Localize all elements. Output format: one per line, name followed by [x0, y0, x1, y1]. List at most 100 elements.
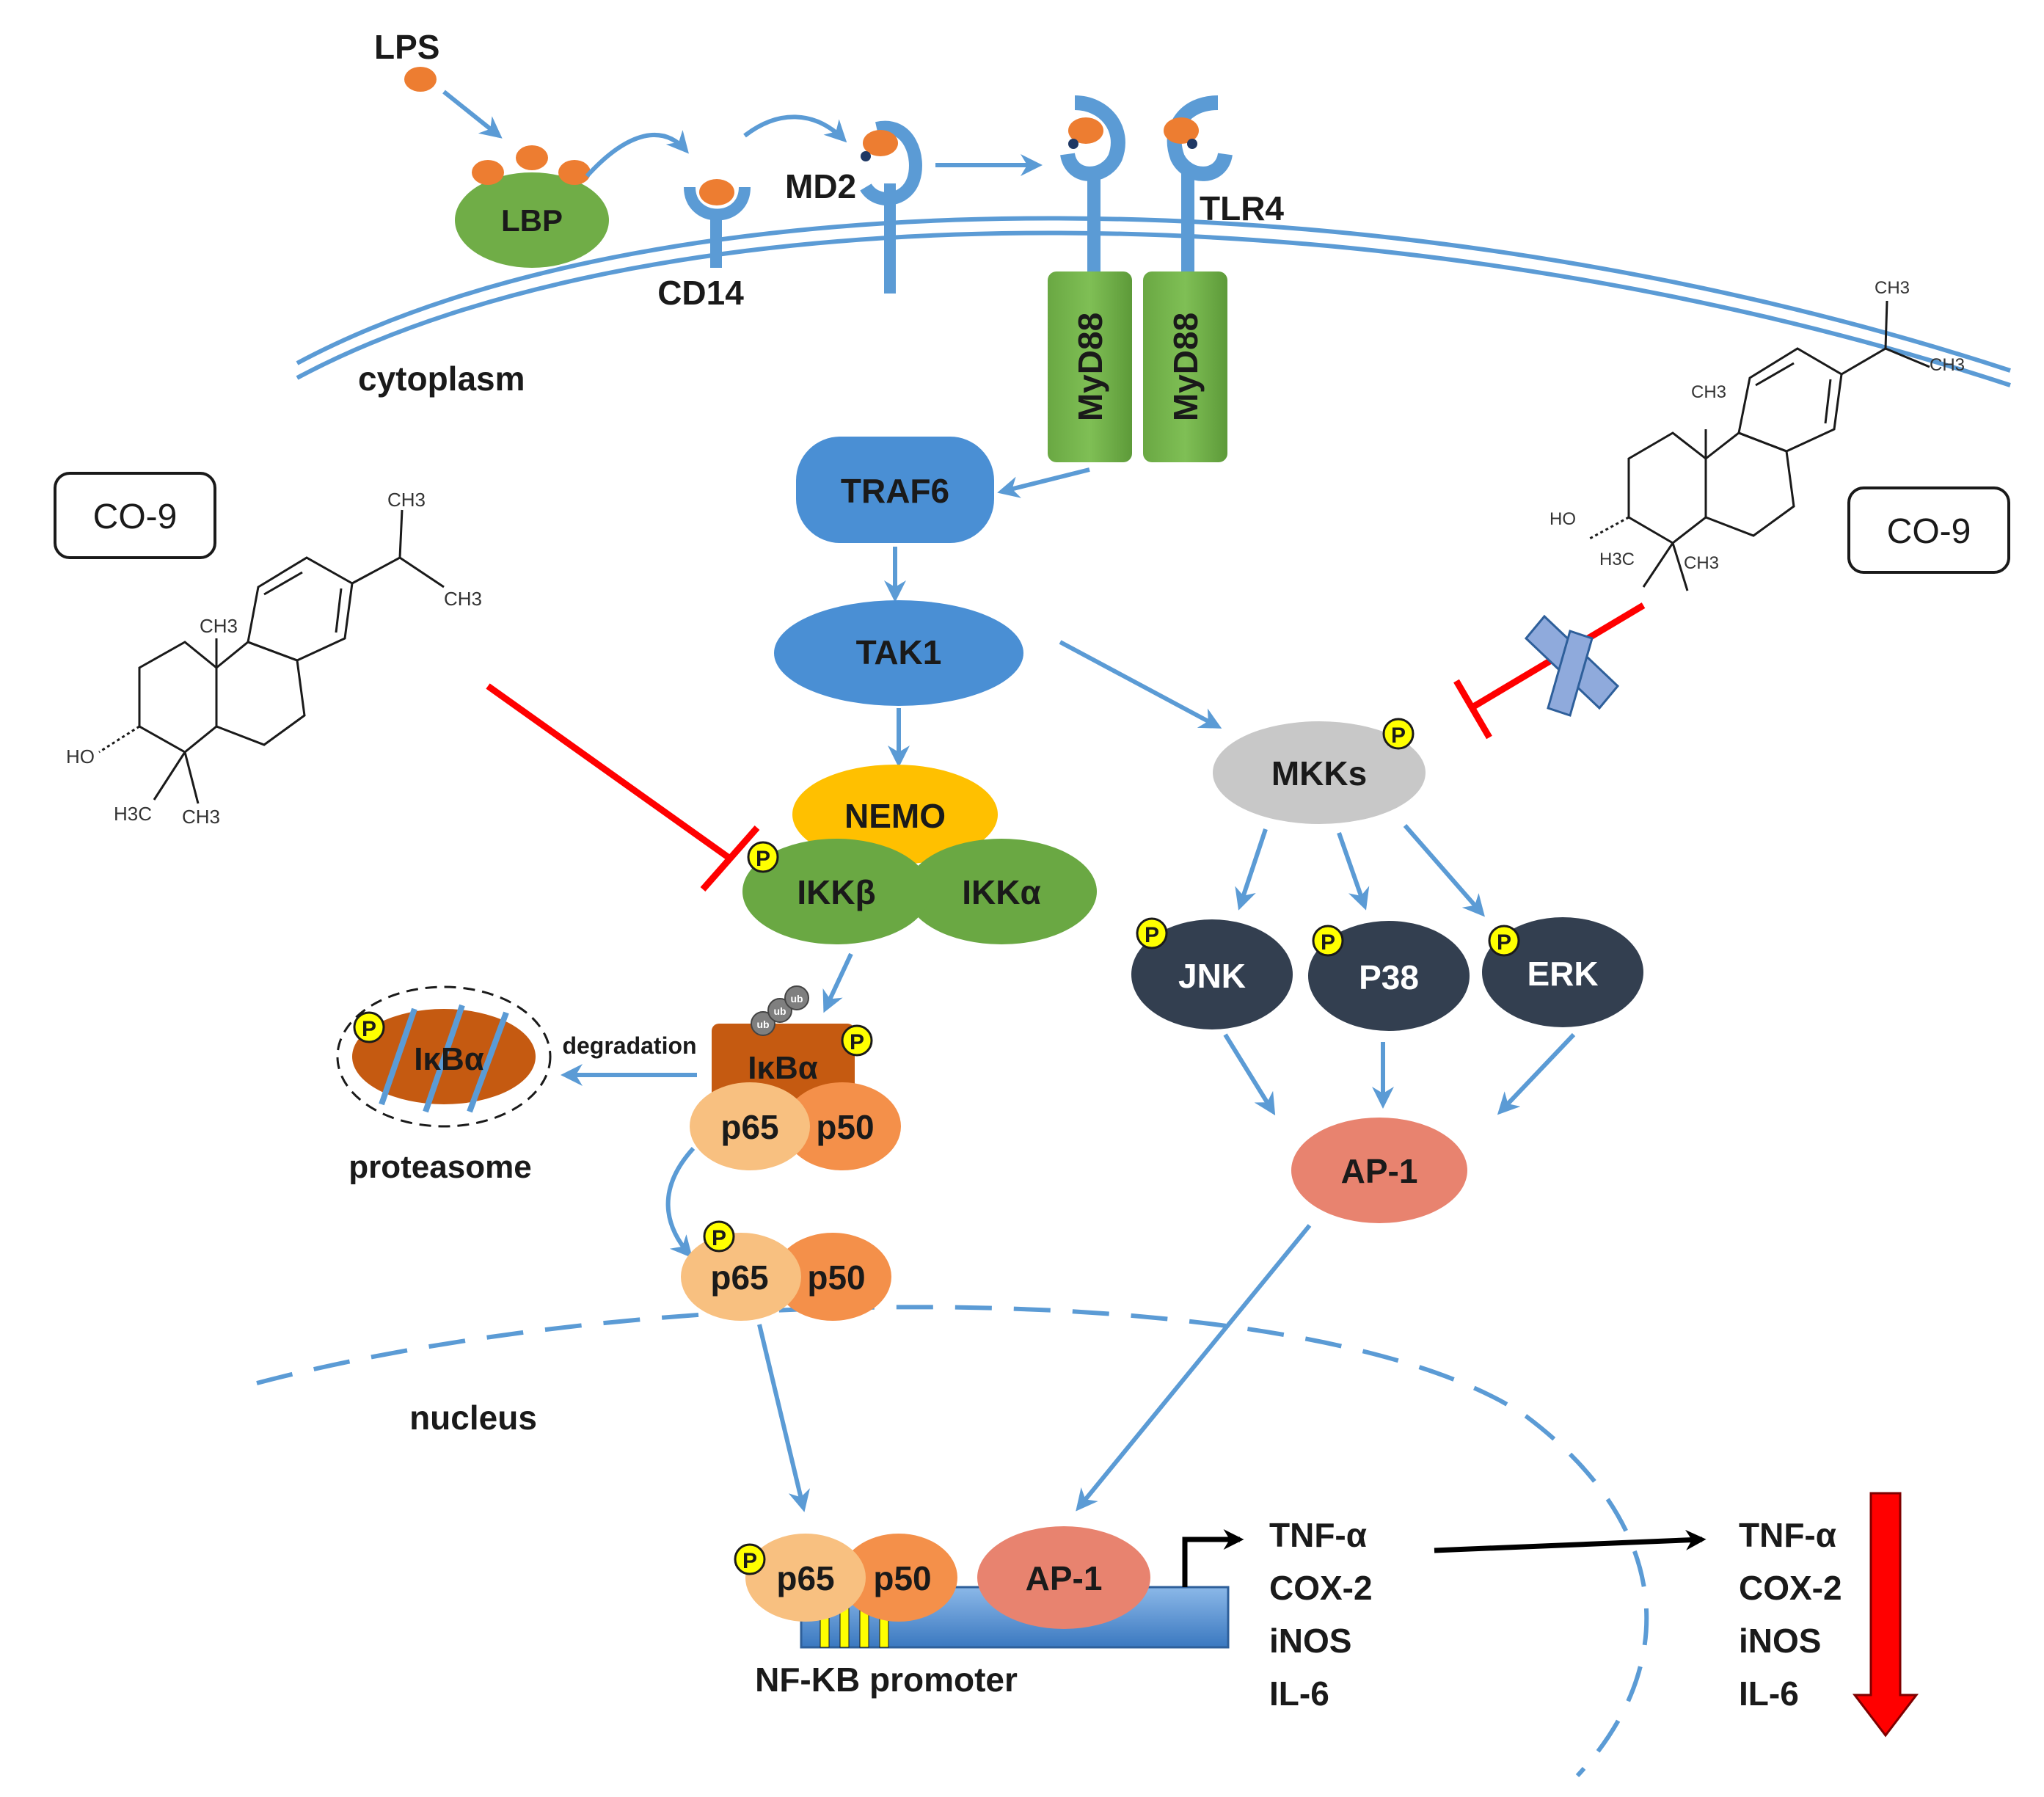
myd88-box-1	[1048, 271, 1132, 462]
myd88-label-1: MyD88	[1071, 313, 1109, 421]
proteasome-boundary	[336, 985, 552, 1128]
tlr4-receptor	[1060, 95, 1233, 275]
p50-node-b	[774, 1233, 891, 1321]
phospho-ikba: P	[841, 1024, 873, 1057]
co9-right-ch3-top: CH3	[1875, 278, 1910, 298]
svg-text:ub: ub	[773, 1005, 786, 1017]
nemo-label: NEMO	[844, 797, 946, 835]
p50-node-a	[784, 1082, 901, 1170]
cell-membrane	[296, 216, 2011, 387]
degradation-label: degradation	[562, 1032, 696, 1059]
genes-list-right: TNF-α COX-2 iNOS IL-6	[1739, 1516, 1842, 1713]
md2-label: MD2	[785, 167, 856, 205]
co9-left-ho: HO	[66, 746, 95, 768]
co9-label-left: CO-9	[93, 497, 178, 536]
transcription-start-arrow	[1182, 1529, 1244, 1587]
p65-node-b	[681, 1233, 801, 1321]
co9-left-h3c: H3C	[114, 803, 152, 825]
nfkb-promoter-label: NF-KB promoter	[755, 1661, 1018, 1699]
arrow-erk-ap1	[1497, 1032, 1576, 1115]
co9-right-ch3-mid: CH3	[1691, 382, 1726, 402]
phospho-p65-b: P	[703, 1220, 735, 1253]
jnk-node	[1131, 919, 1293, 1029]
co9-left-ch3-mid: CH3	[200, 615, 238, 637]
ap1-nuc-label: AP-1	[1026, 1559, 1103, 1597]
gene-left-4: IL-6	[1269, 1674, 1329, 1713]
cd14-label: CD14	[657, 274, 744, 312]
cytoplasm-label: cytoplasm	[358, 360, 525, 398]
svg-text:P: P	[1497, 930, 1511, 955]
ikkb-node	[742, 839, 930, 944]
inhibit-ikk-bar	[700, 825, 760, 892]
p50-label-c: p50	[873, 1559, 931, 1597]
p38-node	[1308, 921, 1470, 1031]
lps-on-lbp-1	[472, 160, 504, 185]
arrow-mkks-erk	[1403, 824, 1485, 917]
p65-label-b: p65	[710, 1258, 768, 1297]
genes-list-left: TNF-α COX-2 iNOS IL-6	[1269, 1516, 1373, 1713]
svg-text:P: P	[850, 1030, 864, 1054]
svg-text:P: P	[1321, 930, 1335, 955]
svg-text:P: P	[1145, 923, 1159, 947]
traf6-node	[796, 437, 994, 543]
co9-right-ho: HO	[1550, 509, 1576, 529]
co9-right-ch3-bottom: CH3	[1684, 553, 1719, 573]
svg-text:P: P	[362, 1017, 376, 1041]
p50-label-b: p50	[807, 1258, 865, 1297]
tak1-label: TAK1	[856, 633, 942, 671]
phospho-ikba-degraded: P	[353, 1011, 385, 1043]
phospho-p38: P	[1312, 925, 1344, 957]
lps-on-lbp-3	[558, 160, 591, 185]
arrow-ikk-ikba	[822, 952, 853, 1013]
blocked-x-icon	[1524, 614, 1620, 717]
arrow-nfkb-nucleus	[757, 1324, 810, 1512]
arrow-cd14-md2	[743, 114, 847, 143]
svg-text:ub: ub	[790, 993, 803, 1005]
md2-receptor	[860, 120, 922, 294]
co9-structure-left	[98, 509, 445, 804]
arrow-tak1-mkks	[1059, 640, 1222, 729]
lps-molecule	[404, 67, 437, 92]
lps-label: LPS	[374, 28, 439, 66]
proteasome-label: proteasome	[348, 1149, 531, 1185]
arrow-mkks-p38	[1337, 832, 1370, 911]
co9-left-ch3-bottom: CH3	[182, 806, 220, 828]
ikkb-label: IKKβ	[797, 873, 875, 911]
traf6-label: TRAF6	[841, 472, 949, 510]
myd88-label-2: MyD88	[1167, 313, 1205, 421]
ikba-label: IκBα	[748, 1050, 818, 1086]
co9-left-ch3-top: CH3	[387, 489, 426, 511]
mkks-label: MKKs	[1271, 754, 1367, 792]
p38-label: P38	[1359, 958, 1419, 996]
mkks-node	[1213, 721, 1426, 824]
arrow-jnk-ap1	[1223, 1033, 1276, 1116]
phospho-p65-c: P	[734, 1543, 766, 1575]
myd88-box-2	[1143, 271, 1227, 462]
jnk-label: JNK	[1178, 957, 1246, 995]
ap1-label: AP-1	[1341, 1152, 1418, 1190]
phospho-mkks: P	[1382, 718, 1415, 750]
expression-arrow	[1434, 1529, 1707, 1553]
svg-text:P: P	[742, 1549, 757, 1573]
tlr4-label: TLR4	[1200, 189, 1284, 227]
co9-left-ch3-right: CH3	[444, 588, 482, 610]
ap1-nuc-node	[977, 1526, 1150, 1629]
lps-on-lbp-2	[516, 145, 548, 170]
svg-text:P: P	[712, 1226, 726, 1250]
arrow-nfkb-release	[665, 1146, 696, 1258]
phospho-jnk: P	[1136, 917, 1168, 949]
nucleus-label: nucleus	[409, 1399, 537, 1437]
ikka-node	[906, 839, 1097, 944]
gene-right-3: iNOS	[1739, 1622, 1821, 1660]
co9-label-right: CO-9	[1887, 512, 1971, 551]
lbp-label: LBP	[501, 203, 563, 238]
p65-node-c	[745, 1534, 866, 1622]
erk-node	[1482, 917, 1643, 1027]
gene-left-2: COX-2	[1269, 1569, 1373, 1607]
tak1-node	[774, 600, 1023, 706]
p65-label-a: p65	[720, 1108, 778, 1146]
phospho-ikkb: P	[747, 841, 779, 873]
co9-box-right	[1847, 486, 2010, 574]
gene-right-1: TNF-α	[1739, 1516, 1836, 1554]
